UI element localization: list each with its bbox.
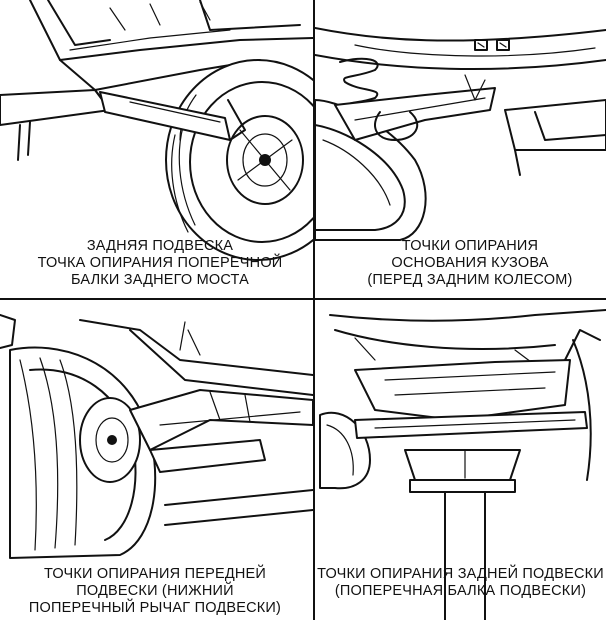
caption-line: БАЛКИ ЗАДНЕГО МОСТА xyxy=(70,272,249,288)
caption-line: ТОЧКА ОПИРАНИЯ ПОПЕРЕЧНОЙ xyxy=(37,255,283,271)
panel-body-base-support: ТОЧКИ ОПИРАНИЯ ОСНОВАНИЯ КУЗОВА (ПЕРЕД З… xyxy=(315,0,606,298)
caption-line: ПОПЕРЕЧНЫЙ РЫЧАГ ПОДВЕСКИ) xyxy=(28,600,282,616)
caption-line: (ПЕРЕД ЗАДНИМ КОЛЕСОМ) xyxy=(367,272,573,288)
caption-body-base-support: ТОЧКИ ОПИРАНИЯ ОСНОВАНИЯ КУЗОВА (ПЕРЕД З… xyxy=(350,238,590,289)
caption-line: (ПОПЕРЕЧНАЯ БАЛКА ПОДВЕСКИ) xyxy=(334,583,587,599)
rear-suspension-axle-illustration xyxy=(0,0,313,261)
vertical-divider xyxy=(313,0,315,620)
body-base-support-illustration xyxy=(315,27,606,241)
caption-line: ТОЧКИ ОПИРАНИЯ xyxy=(401,238,539,254)
front-suspension-arm-illustration xyxy=(0,314,313,559)
caption-rear-suspension-axle: ЗАДНЯЯ ПОДВЕСКА ТОЧКА ОПИРАНИЯ ПОПЕРЕЧНО… xyxy=(35,238,285,289)
caption-front-suspension-arm: ТОЧКИ ОПИРАНИЯ ПЕРЕДНЕЙ ПОДВЕСКИ (НИЖНИЙ… xyxy=(25,566,285,617)
caption-line: ЗАДНЯЯ ПОДВЕСКА xyxy=(86,238,234,254)
caption-line: ТОЧКИ ОПИРАНИЯ ПЕРЕДНЕЙ xyxy=(43,566,267,582)
panel-rear-cross-beam: ТОЧКИ ОПИРАНИЯ ЗАДНЕЙ ПОДВЕСКИ (ПОПЕРЕЧН… xyxy=(315,300,606,620)
caption-line: ОСНОВАНИЯ КУЗОВА xyxy=(391,255,549,271)
caption-line: ТОЧКИ ОПИРАНИЯ ЗАДНЕЙ ПОДВЕСКИ xyxy=(317,566,604,582)
caption-rear-cross-beam: ТОЧКИ ОПИРАНИЯ ЗАДНЕЙ ПОДВЕСКИ (ПОПЕРЕЧН… xyxy=(315,566,606,600)
panel-rear-suspension-axle: ЗАДНЯЯ ПОДВЕСКА ТОЧКА ОПИРАНИЯ ПОПЕРЕЧНО… xyxy=(0,0,313,298)
rear-cross-beam-illustration xyxy=(319,309,606,620)
panel-front-suspension-arm: ТОЧКИ ОПИРАНИЯ ПЕРЕДНЕЙ ПОДВЕСКИ (НИЖНИЙ… xyxy=(0,300,313,620)
horizontal-divider xyxy=(0,298,606,300)
caption-line: ПОДВЕСКИ (НИЖНИЙ xyxy=(76,583,234,599)
